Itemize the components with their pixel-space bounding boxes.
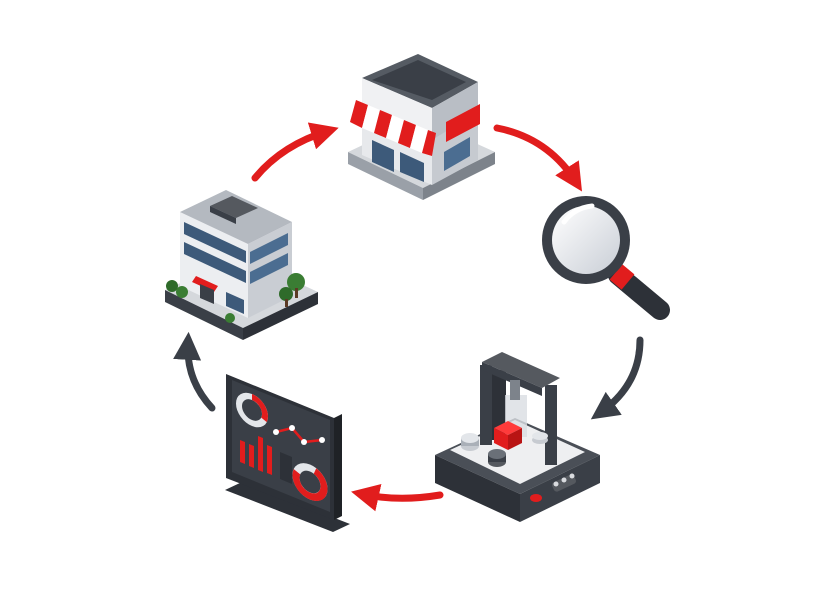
cycle-arrows [173,122,644,512]
arrow-inspection-to-testing [590,336,644,420]
arrow-analytics-to-headquarters [173,331,216,412]
test-rig-machine-icon [435,352,600,522]
arrow-testing-to-analytics [351,483,444,512]
magnifying-glass-icon [542,196,670,320]
analytics-dashboard-icon [225,374,350,532]
storefront-icon [348,54,495,200]
arrow-headquarters-to-storefront [251,122,339,182]
arrow-storefront-to-inspection [493,124,583,192]
office-building-icon [165,190,318,340]
